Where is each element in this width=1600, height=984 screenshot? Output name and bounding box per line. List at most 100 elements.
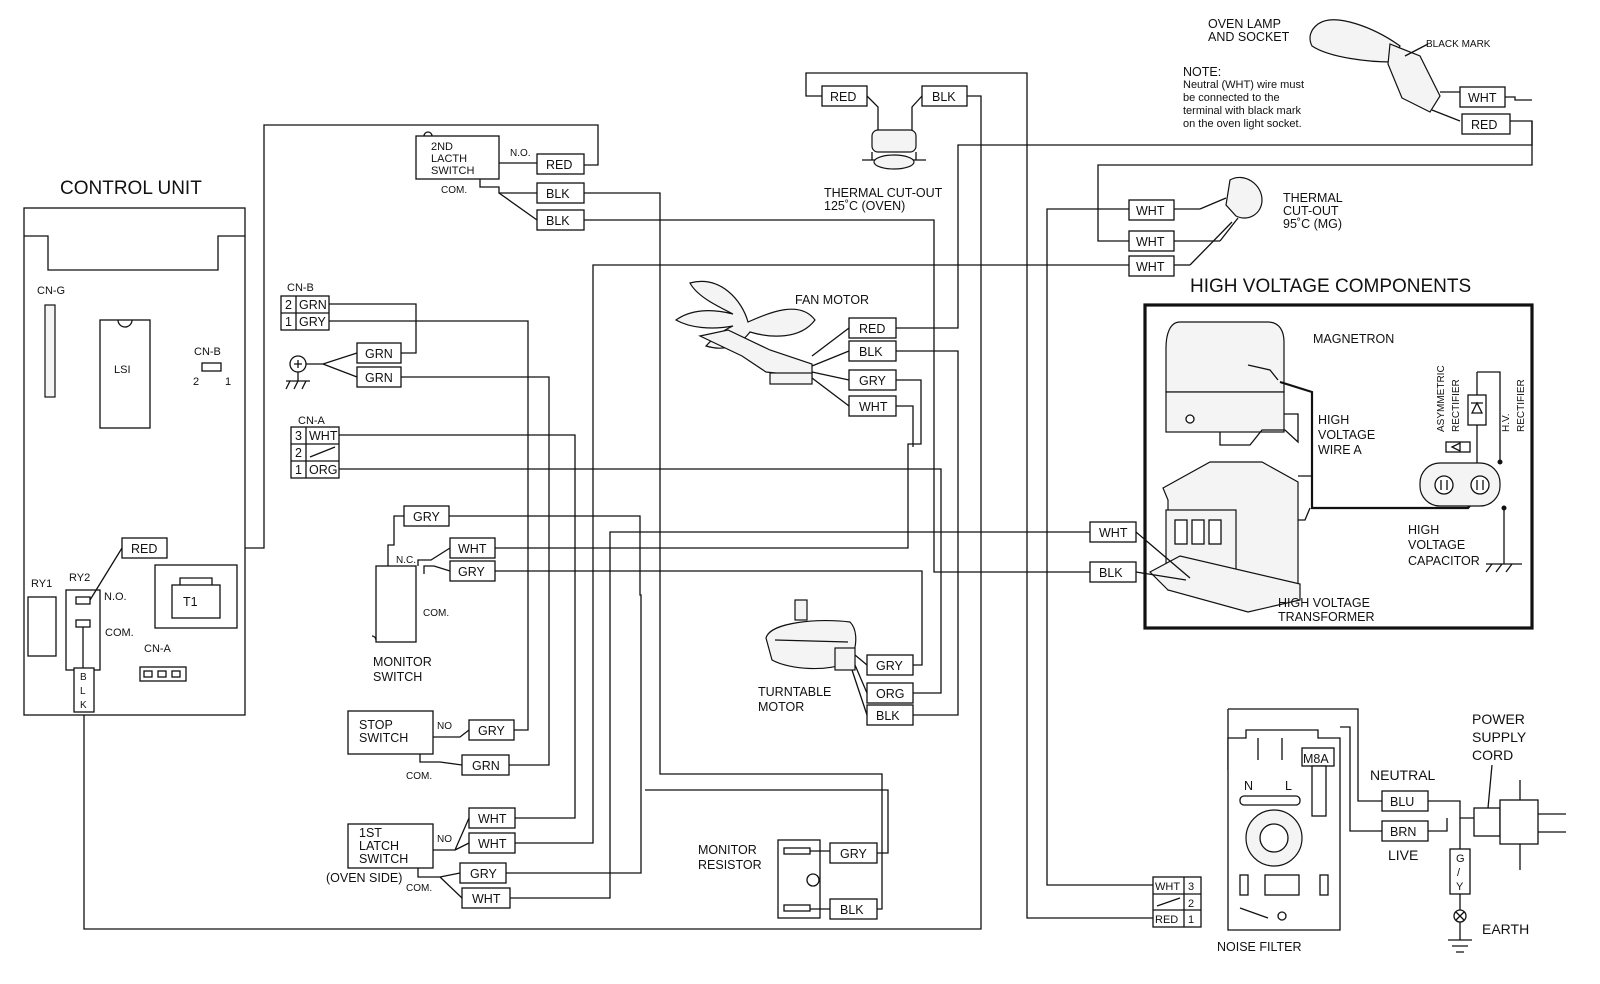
label-hv-wire-a-0: HIGH [1318, 413, 1349, 427]
label-noise-filter-fuse: M8A [1303, 752, 1329, 766]
ground-grn2-tag [356, 366, 402, 388]
label-hv-hv-rect-1: RECTIFIER [1516, 379, 1527, 432]
latch1-wht3-tag [461, 887, 511, 909]
label-ground-wires-grn2: GRN [365, 371, 393, 385]
label-monitor-resistor-label-1: RESISTOR [698, 858, 762, 872]
label-latch1-wht3: WHT [472, 892, 501, 906]
label-cnb-connector-pin1: 1 [285, 315, 292, 329]
label-turntable-label-0: TURNTABLE [758, 685, 831, 699]
label-stop-switch-grn: GRN [472, 759, 500, 773]
label-oven-lamp-black-mark: BLACK MARK [1426, 39, 1491, 50]
noise-filter-connector [1152, 876, 1202, 928]
turntable-motor: GRY ORG BLK TURNTABLE MOTOR [758, 599, 914, 726]
label-control-unit-blk-2: K [80, 700, 87, 711]
label-latch2-label-0: 2ND [431, 141, 453, 153]
label-monitor-switch-label-1: SWITCH [373, 670, 422, 684]
label-monitor-switch-wht: WHT [458, 542, 487, 556]
label-oven-lamp-red: RED [1471, 118, 1497, 132]
label-power-brn: BRN [1390, 825, 1416, 839]
label-hv-capacitor-1: VOLTAGE [1408, 538, 1465, 552]
label-turntable-label-1: MOTOR [758, 700, 804, 714]
label-power-neutral: NEUTRAL [1370, 767, 1436, 783]
label-oven-lamp-note-title: NOTE: [1183, 65, 1221, 79]
cn-g-connector [44, 304, 56, 398]
label-power-gy-0: G [1456, 853, 1465, 865]
label-noise-filter-red: RED [1155, 914, 1178, 926]
label-control-unit-blk-0: B [80, 672, 87, 683]
label-latch1-note: (OVEN SIDE) [326, 871, 402, 885]
fan-gry-tag [848, 369, 897, 391]
ground-grn1-tag [356, 342, 402, 364]
label-latch1-gry: GRY [470, 867, 498, 881]
label-fan-motor-red: RED [859, 322, 885, 336]
label-hv-transformer-0: HIGH VOLTAGE [1278, 596, 1370, 610]
label-monitor-switch-com: COM. [423, 608, 449, 619]
cn-b-pin2-label: 2 [193, 376, 199, 388]
label-latch1-label-1: LATCH [359, 839, 399, 853]
hv-blk-tag [1089, 561, 1137, 583]
latch2-com-label: COM. [441, 185, 467, 196]
fan-blk-tag [848, 340, 897, 362]
resistor-blk-tag [829, 898, 878, 920]
label-noise-filter-pin2: 2 [1188, 898, 1194, 910]
power-gy-tag [1449, 848, 1471, 895]
cn-b-small-label: CN-B [194, 346, 221, 358]
control-unit-board: CN-G LSI CN-B 2 1 RY1 RY2 N.O. COM. T1 C… [23, 207, 246, 716]
label-ground-wires-grn1: GRN [365, 347, 393, 361]
label-thermal-mg-wht2: WHT [1136, 235, 1165, 249]
label-latch2-blk2: BLK [546, 214, 570, 228]
cn-b-small-connector [201, 362, 222, 372]
label-noise-filter-pin1: 1 [1188, 914, 1194, 926]
latch2-blk1-tag [536, 182, 585, 204]
high-voltage-box: MAGNETRON HIGH VOLTAGE WIRE A ASYMMETRIC… [1089, 303, 1534, 630]
label-thermal-mg-wht1: WHT [1136, 204, 1165, 218]
ry2-label: RY2 [69, 572, 90, 584]
label-power-blu: BLU [1390, 795, 1414, 809]
label-oven-lamp-note-2: terminal with black mark [1183, 105, 1301, 117]
stop-gry-tag [468, 719, 515, 741]
fan-wht-tag [848, 395, 897, 417]
label-hv-blk: BLK [1099, 566, 1123, 580]
second-latch-switch: 2ND LACTH SWITCH N.O. COM. RED BLK BLK [415, 131, 585, 231]
label-latch1-label-0: 1ST [359, 826, 382, 840]
label-stop-switch-no: NO [437, 721, 452, 732]
stop-switch: STOP SWITCH NO COM. GRY GRN [347, 710, 515, 782]
ry2-no-label: N.O. [104, 591, 127, 603]
label-thermal-mg-label-2: 95˚C (MG) [1283, 217, 1342, 231]
label-oven-lamp-wht: WHT [1468, 91, 1497, 105]
latch1-gry-tag [459, 862, 507, 884]
label-noise-filter-n: N [1244, 779, 1253, 793]
label-noise-filter-pin3: 3 [1188, 881, 1194, 893]
label-monitor-switch-nc: N.C. [396, 555, 416, 566]
label-hv-wire-a-1: VOLTAGE [1318, 428, 1375, 442]
label-fan-motor-gry: GRY [859, 374, 887, 388]
label-fan-motor-blk: BLK [859, 345, 883, 359]
cn-a-connector: CN-A 3 WHT 2 1 ORG [290, 415, 340, 479]
hv-wht-tag [1089, 521, 1137, 543]
label-latch1-label-2: SWITCH [359, 852, 408, 866]
label-control-unit-blk-1: L [80, 686, 86, 697]
label-noise-filter-l: L [1285, 779, 1292, 793]
label-hv-capacitor-0: HIGH [1408, 523, 1439, 537]
ry1-relay [27, 596, 57, 657]
lamp-red-tag [1461, 113, 1511, 135]
label-control-unit-red: RED [131, 542, 157, 556]
t1-label: T1 [183, 595, 198, 609]
cn-a-small-label: CN-A [144, 643, 172, 655]
label-power-cord-1: SUPPLY [1472, 729, 1527, 745]
label-cnb-connector-pin1-color: GRY [299, 315, 327, 329]
label-hv-asym-0: ASYMMETRIC [1436, 365, 1447, 432]
thermal-mg-wht2-tag [1128, 230, 1175, 252]
label-thermal-oven-label-0: THERMAL CUT-OUT [824, 186, 943, 200]
label-power-live: LIVE [1388, 847, 1418, 863]
noise-filter: N L M8A WHT 3 2 RED 1 NOISE FILTER [1152, 729, 1341, 954]
label-latch2-label-2: SWITCH [431, 165, 474, 177]
latch1-wht1-tag [468, 807, 516, 829]
label-monitor-resistor-label-0: MONITOR [698, 843, 757, 857]
turntable-blk-tag [866, 704, 914, 726]
label-thermal-oven-red: RED [830, 90, 856, 104]
label-cnb-connector-pin2: 2 [285, 298, 292, 312]
label-turntable-blk: BLK [876, 709, 900, 723]
thermal-cutout-mg: WHT WHT WHT THERMAL CUT-OUT 95˚C (MG) [1128, 176, 1343, 277]
label-fan-motor-label: FAN MOTOR [795, 293, 869, 307]
